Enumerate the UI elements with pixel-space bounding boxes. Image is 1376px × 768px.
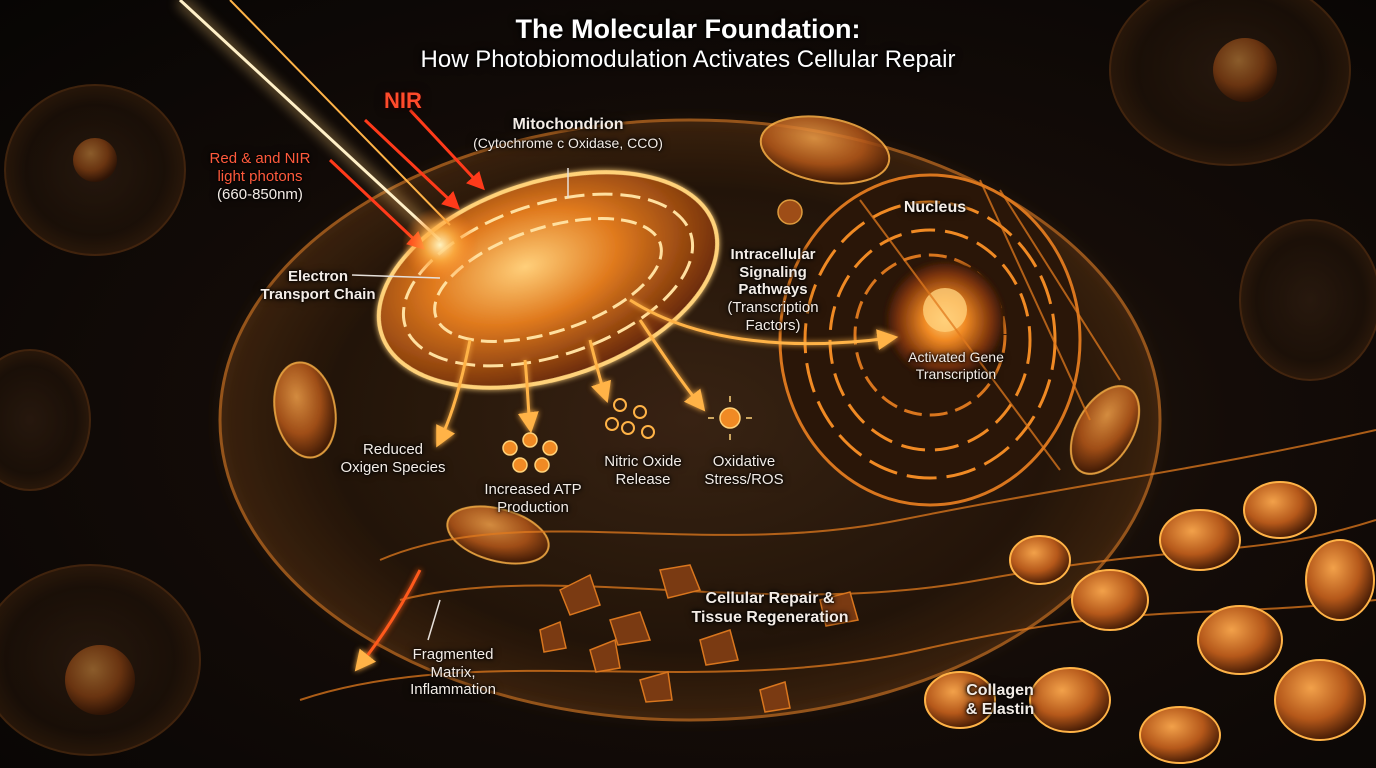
photons-label-line-1: Red & and NIR [209, 150, 311, 167]
fragmented-line-2: Matrix, [430, 663, 476, 681]
fragmented-matrix-shards [539, 564, 859, 713]
mitochondrion-title: Mitochondrion [512, 116, 624, 133]
reduced-oxygen-label: Reduced Oxigen Species [323, 441, 463, 476]
signaling-label: Intracellular Signaling Pathways (Transc… [703, 246, 843, 334]
signaling-line-2: Signaling [739, 263, 807, 281]
signaling-line-3: Pathways [738, 281, 808, 299]
nir-label: NIR [384, 88, 422, 113]
gene-line-1: Activated Gene [908, 349, 1004, 365]
etc-line-2: Transport Chain [260, 285, 376, 303]
photons-label-line-2: light photons [217, 168, 303, 185]
etc-line-1: Electron [287, 268, 348, 285]
mitochondrion-label: Mitochondrion (Cytochrome c Oxidase, CCO… [468, 116, 668, 151]
reduced-line-1: Reduced [362, 441, 424, 458]
atp-line-1: Increased ATP [484, 481, 582, 498]
leader-lines [351, 168, 569, 641]
ros-line-2: Stress/ROS [704, 470, 784, 488]
no-line-2: Release [615, 470, 671, 488]
signaling-line-5: Factors) [745, 316, 801, 334]
gene-line-2: Transcription [915, 365, 997, 382]
fragmented-line-1: Fragmented [412, 646, 494, 663]
gene-label: Activated Gene Transcription [886, 349, 1026, 382]
nucleus-label: Nucleus [903, 199, 967, 216]
signaling-line-1: Intracellular [730, 246, 816, 263]
repair-label: Cellular Repair & Tissue Regeneration [680, 590, 860, 628]
collagen-cells [924, 481, 1375, 764]
reduced-line-2: Oxigen Species [340, 458, 446, 476]
no-line-1: Nitric Oxide [604, 453, 682, 470]
nitric-oxide-label: Nitric Oxide Release [578, 453, 708, 488]
atp-line-2: Production [497, 498, 569, 516]
repair-line-1: Cellular Repair & [705, 590, 835, 607]
collagen-line-2: & Elastin [965, 700, 1035, 718]
organelles [273, 115, 1141, 565]
atp-molecules [502, 432, 558, 473]
atp-label: Increased ATP Production [463, 481, 603, 516]
mitochondrion-subtitle: (Cytochrome c Oxidase, CCO) [473, 134, 663, 151]
ros-line-1: Oxidative [712, 453, 776, 470]
light-beams [175, 0, 485, 283]
title-line-2: How Photobiomodulation Activates Cellula… [420, 46, 956, 73]
no-molecules [605, 398, 655, 439]
collagen-label: Collagen & Elastin [950, 682, 1050, 720]
collagen-line-1: Collagen [966, 682, 1034, 699]
title-line-1: The Molecular Foundation: [515, 14, 861, 44]
signaling-line-4: (Transcription [727, 299, 819, 317]
fragmented-label: Fragmented Matrix, Inflammation [393, 646, 513, 699]
fragmented-line-3: Inflammation [410, 681, 496, 699]
nucleus-shape [778, 173, 1082, 507]
ros-molecule [708, 396, 752, 440]
etc-label: Electron Transport Chain [248, 268, 388, 303]
process-arrows [354, 298, 899, 672]
photons-label-line-3: (660-850nm) [217, 186, 303, 203]
repair-line-2: Tissue Regeneration [691, 608, 849, 626]
ros-label: Oxidative Stress/ROS [684, 453, 804, 488]
